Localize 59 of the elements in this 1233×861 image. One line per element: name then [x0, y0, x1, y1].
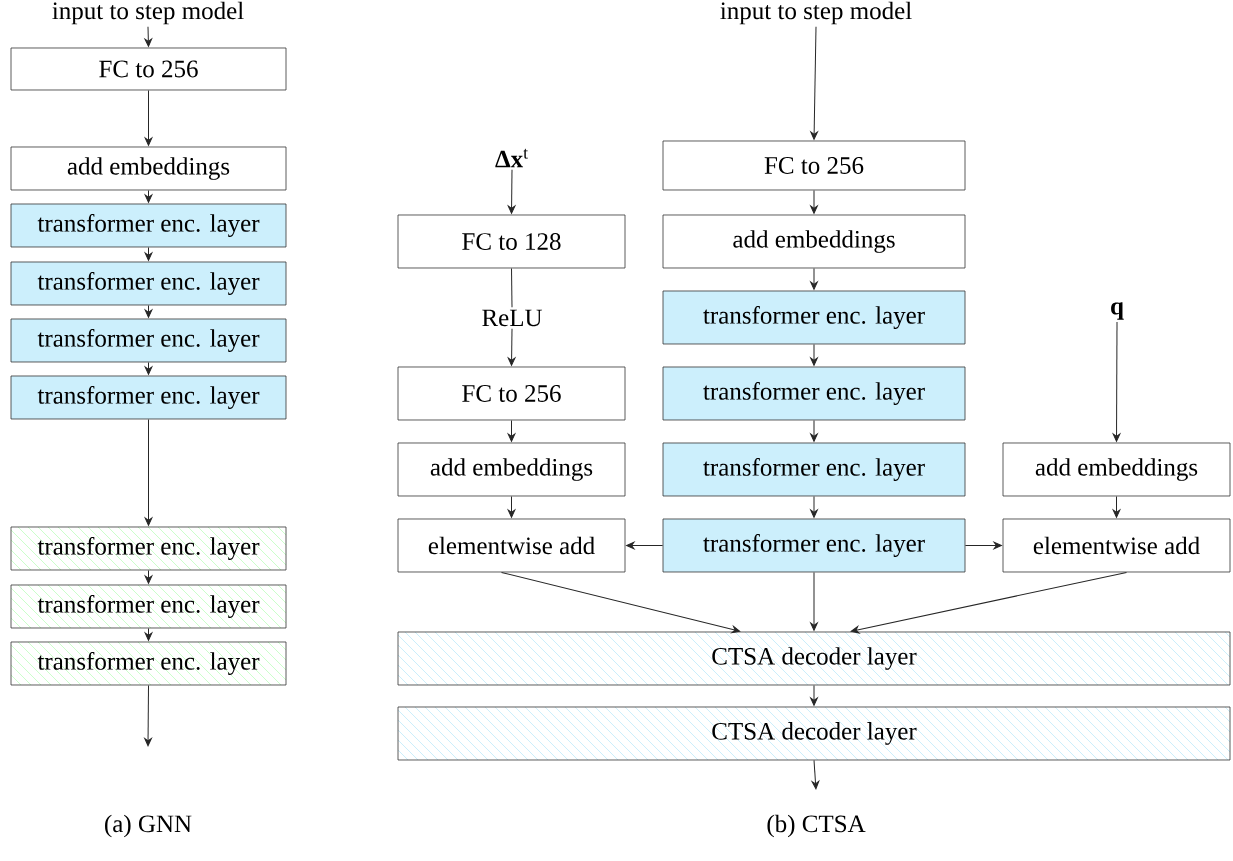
layer-box: transformer enc. layer	[10, 641, 287, 686]
layer-box: FC to 256	[662, 140, 966, 191]
arrow	[810, 343, 818, 366]
layer-box: transformer enc. layer	[10, 318, 287, 363]
layer-box: transformer enc. layer	[10, 526, 287, 571]
arrow	[810, 571, 818, 631]
input-label: input to step model	[52, 1, 244, 25]
input-label: q	[1111, 302, 1124, 320]
layer-box: elementwise add	[1002, 518, 1231, 573]
layer-box: CTSA decoder layer	[397, 706, 1231, 761]
arrow	[144, 26, 153, 47]
arrow	[810, 495, 818, 518]
arrow	[1112, 321, 1121, 442]
layer-box: CTSA decoder layer	[397, 631, 1231, 686]
input-label: Δx$^{t}$	[495, 148, 528, 168]
arrow	[626, 541, 664, 550]
arrow	[810, 26, 818, 140]
arrow	[810, 267, 818, 290]
layer-box: transformer enc. layer	[10, 375, 287, 420]
layer-box: add embeddings	[1002, 442, 1231, 497]
arrow	[144, 418, 153, 526]
caption: (a) GNN	[105, 814, 192, 838]
layer-box: elementwise add	[397, 518, 626, 573]
layer-box: transformer enc. layer	[10, 261, 287, 306]
layer-box: FC to 128	[397, 214, 626, 269]
arrow	[144, 684, 152, 747]
layer-box: transformer enc. layer	[10, 203, 287, 248]
arrow	[501, 571, 741, 634]
input-label: ReLU	[482, 309, 543, 327]
layer-box: add embeddings	[662, 214, 966, 269]
caption: (b) CTSA	[767, 814, 866, 838]
arrow	[850, 571, 1127, 634]
arrow	[144, 361, 153, 375]
layer-box: transformer enc. layer	[10, 584, 287, 629]
arrow	[507, 495, 516, 518]
arrow	[144, 89, 153, 146]
input-label: input to step model	[720, 1, 912, 25]
arrow	[507, 328, 516, 366]
arrow	[144, 304, 153, 318]
layer-box: FC to 256	[10, 47, 287, 91]
arrow	[811, 759, 820, 790]
arrow	[1112, 495, 1121, 518]
layer-box: transformer enc. layer	[662, 442, 966, 497]
layer-box: add embeddings	[397, 442, 626, 497]
arrow	[507, 169, 516, 214]
layer-box: transformer enc. layer	[662, 518, 966, 573]
arrow	[144, 627, 153, 641]
arrow	[144, 189, 153, 203]
arrow	[144, 246, 153, 261]
layer-box: FC to 256	[397, 366, 626, 421]
layer-box: transformer enc. layer	[662, 366, 966, 421]
layer-box: transformer enc. layer	[662, 290, 966, 345]
arrow	[144, 569, 153, 584]
arrow	[810, 189, 818, 214]
arrow	[810, 419, 818, 442]
arrow	[507, 419, 516, 442]
layer-box: add embeddings	[10, 146, 287, 191]
arrow	[964, 541, 1002, 550]
arrow	[810, 684, 818, 706]
